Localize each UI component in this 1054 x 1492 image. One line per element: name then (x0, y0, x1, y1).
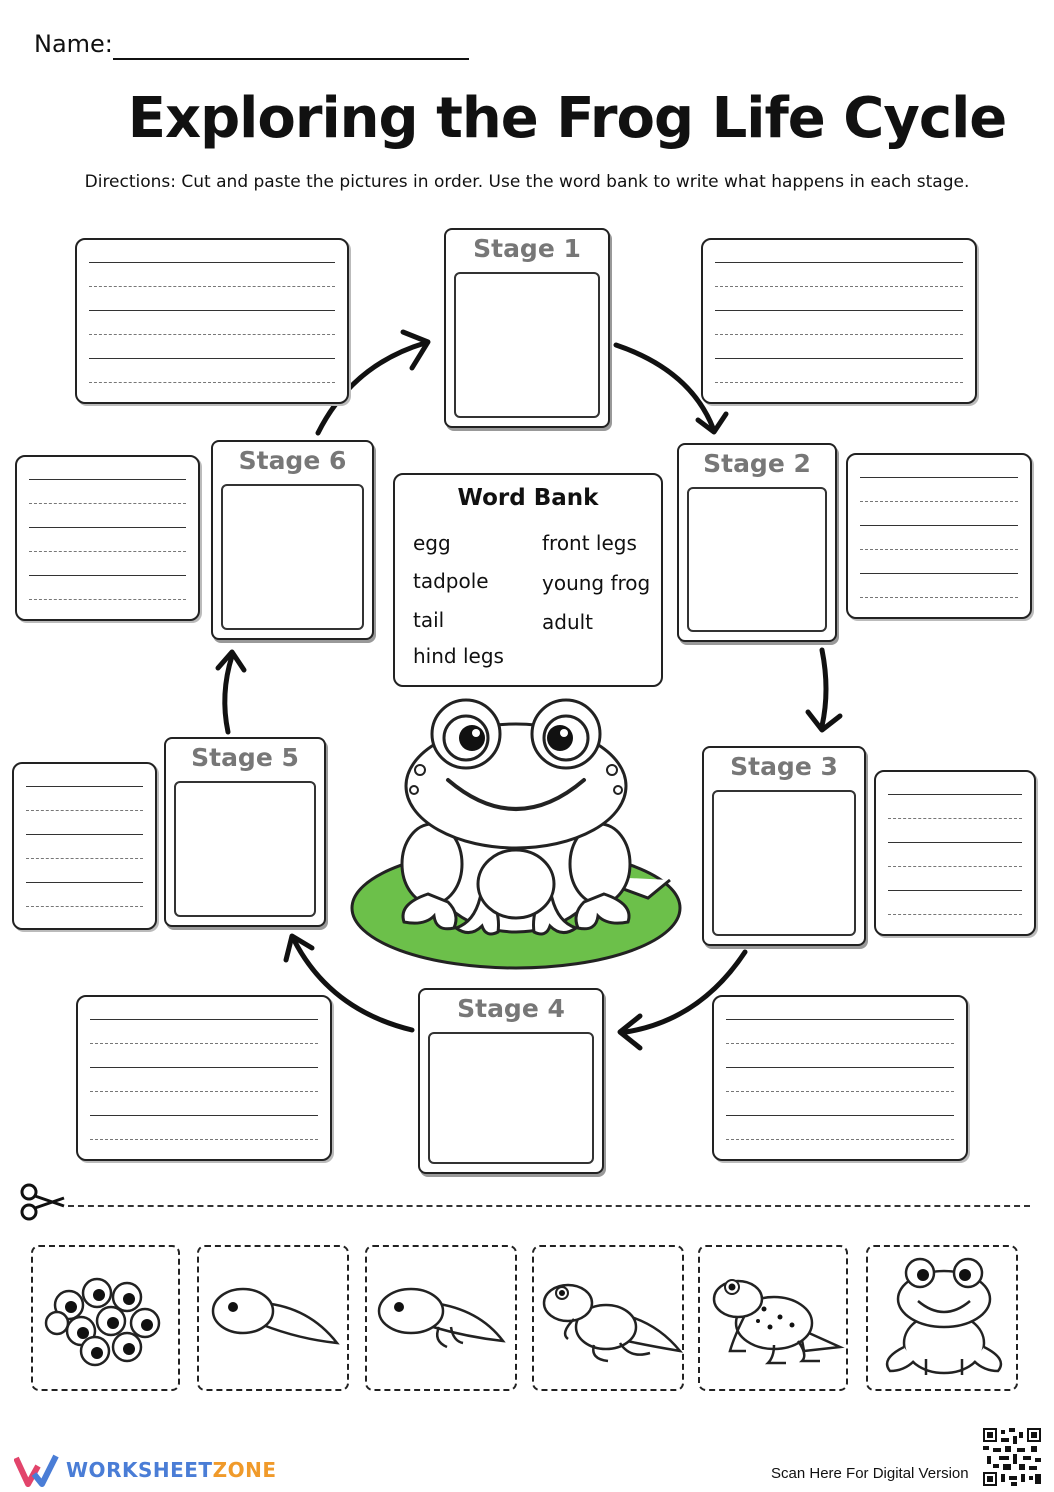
cutout-adult-frog[interactable] (866, 1245, 1018, 1391)
stage-1-box[interactable]: Stage 1 (444, 228, 610, 428)
stage-1-label: Stage 1 (473, 234, 581, 263)
frog-on-lily-pad-icon (350, 698, 682, 970)
word-front-legs: front legs (542, 531, 637, 555)
tadpole-icon (211, 1287, 340, 1345)
writing-box-stage-2[interactable] (701, 238, 977, 404)
stage-5-picture-slot[interactable] (174, 781, 316, 917)
stage-5-label: Stage 5 (191, 743, 299, 772)
writing-box-stage-2b[interactable] (846, 453, 1032, 619)
stage-3-picture-slot[interactable] (712, 790, 856, 936)
page-title: Exploring the Frog Life Cycle (127, 86, 1008, 151)
stage-5-box[interactable]: Stage 5 (164, 737, 326, 927)
word-adult: adult (542, 610, 594, 634)
stage-3-box[interactable]: Stage 3 (702, 746, 866, 946)
cutout-tadpole-with-legs[interactable] (365, 1245, 517, 1391)
stage-2-picture-slot[interactable] (687, 487, 827, 632)
cutout-young-frog[interactable] (698, 1245, 848, 1391)
cut-line (68, 1205, 1030, 1207)
stage-6-label: Stage 6 (238, 446, 347, 475)
frog-eggs-icon (44, 1277, 161, 1367)
word-hind-legs: hind legs (413, 644, 504, 668)
word-tadpole: tadpole (413, 569, 489, 593)
writing-box-stage-4b[interactable] (712, 995, 968, 1161)
word-egg: egg (413, 531, 451, 555)
brand-main: WORKSHEET (66, 1458, 213, 1482)
cutout-tadpole[interactable] (197, 1245, 349, 1391)
cutout-eggs[interactable] (31, 1245, 180, 1391)
stage-4-label: Stage 4 (457, 994, 565, 1023)
qr-code-icon[interactable] (983, 1428, 1041, 1486)
writing-box-stage-6[interactable] (15, 455, 200, 621)
directions: Directions: Cut and paste the pictures i… (84, 172, 970, 192)
writing-box-stage-5[interactable] (12, 762, 157, 930)
stage-2-label: Stage 2 (703, 449, 811, 478)
stage-1-picture-slot[interactable] (454, 272, 600, 418)
froglet-icon (542, 1283, 684, 1363)
stage-6-picture-slot[interactable] (221, 484, 364, 630)
writing-box-stage-1[interactable] (75, 238, 349, 404)
stage-4-picture-slot[interactable] (428, 1032, 594, 1164)
word-tail: tail (413, 608, 445, 632)
name-line[interactable] (113, 58, 469, 60)
stage-6-box[interactable]: Stage 6 (211, 440, 374, 640)
name-label: Name: (34, 30, 113, 58)
stage-3-label: Stage 3 (730, 752, 838, 781)
brand-name: WORKSHEETZONE (66, 1458, 276, 1482)
cutout-froglet[interactable] (532, 1245, 684, 1391)
adult-frog-icon (885, 1257, 1003, 1375)
worksheetzone-logo-icon (14, 1454, 59, 1487)
stage-2-box[interactable]: Stage 2 (677, 443, 837, 642)
stage-4-box[interactable]: Stage 4 (418, 988, 604, 1174)
scissors-icon (20, 1183, 65, 1221)
brand-accent: ZONE (212, 1458, 277, 1482)
young-frog-icon (712, 1279, 845, 1365)
writing-box-stage-4a[interactable] (76, 995, 332, 1161)
scan-text: Scan Here For Digital Version (771, 1465, 969, 1482)
word-young-frog: young frog (542, 571, 651, 595)
word-bank-title: Word Bank (457, 485, 599, 511)
cycle-arrows (215, 329, 843, 1051)
writing-box-stage-3[interactable] (874, 770, 1036, 936)
tadpole-with-legs-icon (377, 1287, 506, 1349)
word-bank: Word Bank egg tadpole tail hind legs fro… (393, 473, 663, 687)
